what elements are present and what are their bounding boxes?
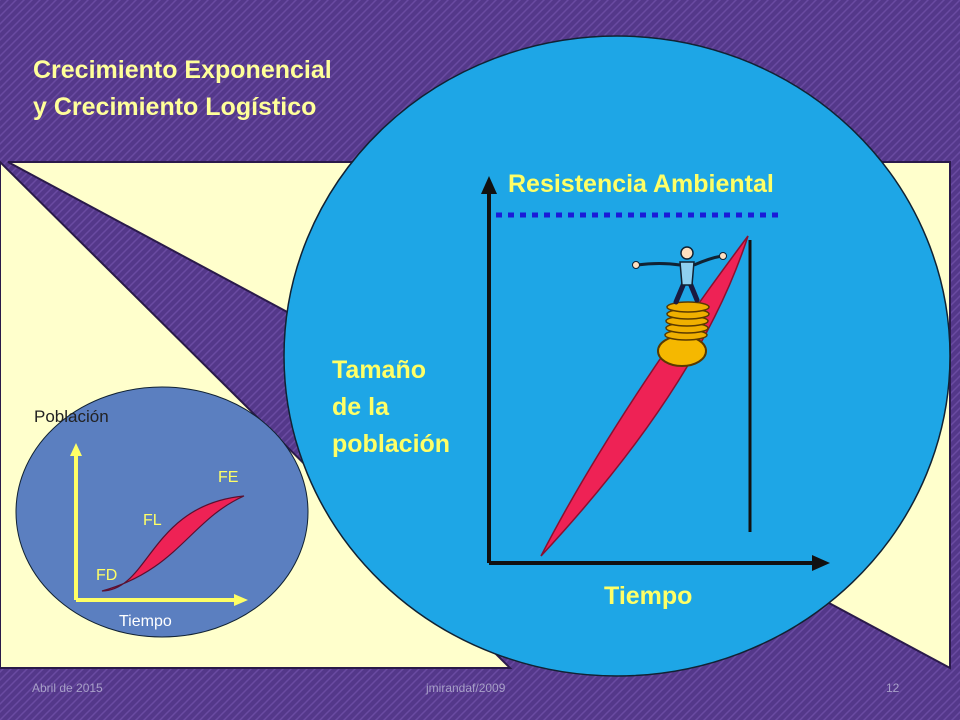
footer-date: Abril de 2015 [32,681,103,695]
footer-author: jmirandaf/2009 [426,681,506,695]
main-x-axis-arrow [812,555,830,571]
main-diagram-circle [283,35,951,677]
environmental-resistance-label: Resistencia Ambiental [508,170,774,198]
inset-diagram-circle [15,386,309,638]
slide-title: Crecimiento Exponencial y Crecimiento Lo… [33,52,332,126]
footer-page-number: 12 [886,681,900,695]
inset-logistic-curve [101,495,245,592]
inset-y-axis-label: Población [34,407,109,426]
title-line-1: Crecimiento Exponencial [33,56,332,84]
title-line-2: y Crecimiento Logístico [33,93,317,121]
y-label-line-1: Tamaño [332,356,426,384]
inset-x-axis-arrow [234,594,248,606]
main-y-axis-arrow [481,176,497,194]
inset-label-fe: FE [218,469,239,486]
inset-label-fl: FL [143,512,162,529]
y-label-line-3: población [332,430,451,458]
y-label-line-2: de la [332,393,389,421]
main-x-axis-label: Tiempo [604,582,693,610]
surfer-on-coins-icon [632,246,727,367]
inset-label-fd: FD [96,567,118,584]
inset-y-axis-arrow [70,443,82,456]
main-y-axis-label: Tamaño de la población [332,352,450,463]
inset-x-axis-label: Tiempo [119,613,172,630]
